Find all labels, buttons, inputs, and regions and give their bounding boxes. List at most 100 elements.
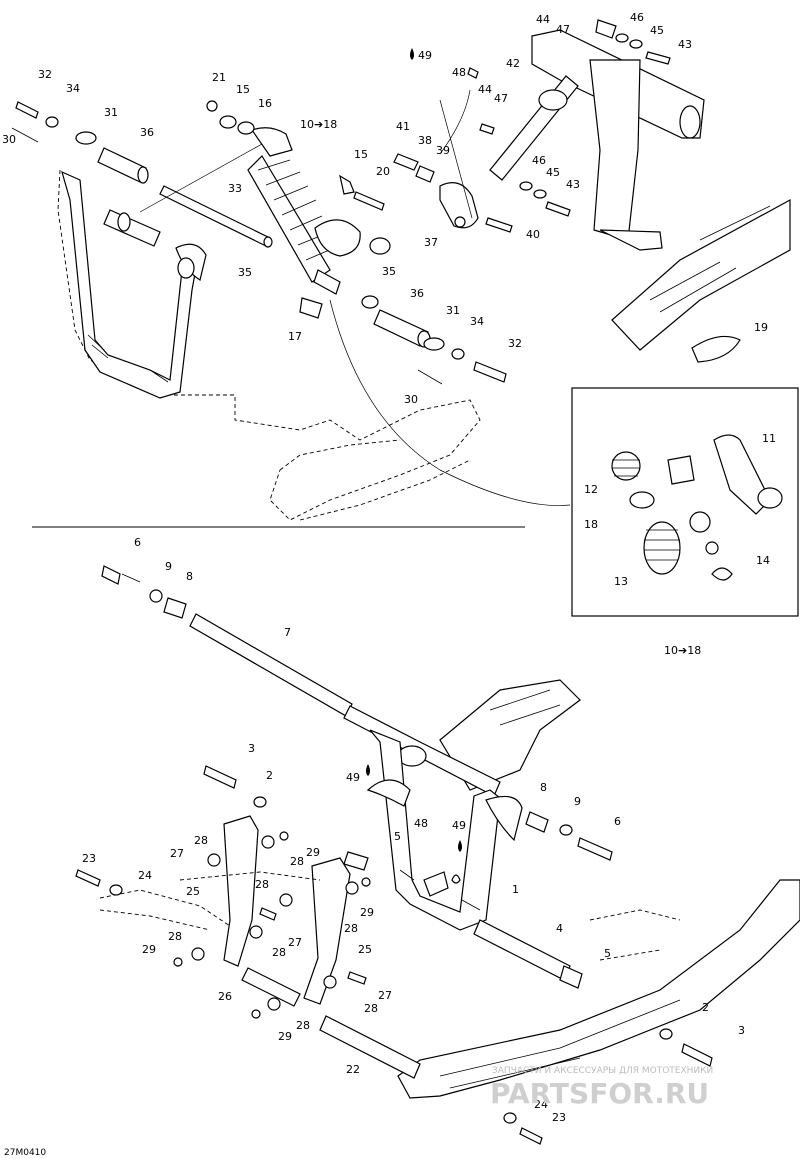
callout-48: 48 — [414, 817, 428, 830]
callout-35: 35 — [238, 266, 252, 279]
callout-26: 26 — [218, 990, 232, 1003]
callout-40: 40 — [526, 228, 540, 241]
callout-45: 45 — [650, 24, 664, 37]
callout-28: 28 — [344, 922, 358, 935]
callout-43: 43 — [678, 38, 692, 51]
lower-right-hardware — [343, 811, 613, 871]
callout-46: 46 — [630, 11, 644, 24]
callout-49: 49 — [452, 819, 466, 832]
lower-shaft — [473, 919, 583, 989]
callout-18: 18 — [584, 518, 598, 531]
callout-28: 28 — [296, 1019, 310, 1032]
watermark-caption: ЗАПЧАСТИ И АКСЕССУАРЫ ДЛЯ МОТОТЕХНИКИ — [492, 1066, 713, 1076]
callout-48: 48 — [452, 66, 466, 79]
callout-32: 32 — [508, 337, 522, 350]
callout-25: 25 — [186, 885, 200, 898]
callout-16: 16 — [258, 97, 272, 110]
callout-35: 35 — [382, 265, 396, 278]
callout-31: 31 — [446, 304, 460, 317]
callout-41: 41 — [396, 120, 410, 133]
front-links — [99, 815, 421, 1079]
callout-5: 5 — [394, 830, 401, 843]
callout-6: 6 — [134, 536, 141, 549]
callout-31: 31 — [104, 106, 118, 119]
callout-25: 25 — [358, 943, 372, 956]
callout-27: 27 — [170, 847, 184, 860]
lubricant-drop-icons — [366, 48, 462, 852]
callout-29: 29 — [142, 943, 156, 956]
callout-8: 8 — [186, 570, 193, 583]
callout-13: 13 — [614, 575, 628, 588]
callout-28: 28 — [290, 855, 304, 868]
callout-32: 32 — [38, 68, 52, 81]
callout-28: 28 — [364, 1002, 378, 1015]
upper-leader-lines — [139, 89, 571, 506]
callout-28: 28 — [168, 930, 182, 943]
callout-36: 36 — [410, 287, 424, 300]
callout-17: 17 — [288, 330, 302, 343]
callout-2: 2 — [266, 769, 273, 782]
callout-1: 1 — [512, 883, 519, 896]
callout-labels: 1 2 2 3 3 4 5 5 6 6 7 8 8 9 9 10➔18 10➔1… — [2, 11, 776, 1124]
callout-22: 22 — [346, 1063, 360, 1076]
callout-28: 28 — [272, 946, 286, 959]
callout-37: 37 — [424, 236, 438, 249]
upper-rail-ghost — [57, 169, 481, 521]
callout-47: 47 — [494, 92, 508, 105]
callout-3: 3 — [248, 742, 255, 755]
callout-28: 28 — [194, 834, 208, 847]
callout-28: 28 — [255, 878, 269, 891]
callout-44: 44 — [536, 13, 550, 26]
callout-44: 44 — [478, 83, 492, 96]
callout-43: 43 — [566, 178, 580, 191]
lower-frame-rail — [397, 879, 800, 1099]
callout-29: 29 — [360, 906, 374, 919]
callout-3: 3 — [738, 1024, 745, 1037]
callout-29: 29 — [278, 1030, 292, 1043]
callout-12: 12 — [584, 483, 598, 496]
callout-23: 23 — [552, 1111, 566, 1124]
callout-29: 29 — [306, 846, 320, 859]
callout-9: 9 — [165, 560, 172, 573]
upper-shaft-assembly — [11, 101, 273, 248]
drawing-code: 27M0410 — [4, 1148, 46, 1158]
callout-2: 2 — [702, 1001, 709, 1014]
callout-15: 15 — [236, 83, 250, 96]
callout-21: 21 — [212, 71, 226, 84]
callout-39: 39 — [436, 144, 450, 157]
upper-suspension-arm — [61, 170, 207, 399]
callout-46: 46 — [532, 154, 546, 167]
callout-45: 45 — [546, 166, 560, 179]
watermark-brand: PARTSFOR.RU — [490, 1077, 709, 1110]
callout-14: 14 — [756, 554, 770, 567]
callout-47: 47 — [556, 23, 570, 36]
callout-15: 15 — [354, 148, 368, 161]
callout-19: 19 — [754, 321, 768, 334]
shock-kit-box — [571, 387, 799, 617]
lower-small-fasteners — [75, 831, 543, 1145]
callout-24: 24 — [534, 1098, 548, 1111]
callout-27: 27 — [288, 936, 302, 949]
rear-frame-upper — [467, 19, 791, 363]
callout-42: 42 — [506, 57, 520, 70]
callout-11: 11 — [762, 432, 776, 445]
callout-4: 4 — [556, 922, 563, 935]
callout-8: 8 — [540, 781, 547, 794]
callout-30: 30 — [404, 393, 418, 406]
callout-30: 30 — [2, 133, 16, 146]
callout-20: 20 — [376, 165, 390, 178]
shock-absorber — [206, 100, 391, 319]
callout-10-18-kit: 10➔18 — [664, 644, 701, 657]
oil-drop-icon — [366, 764, 370, 776]
upper-right-hardware — [361, 295, 507, 385]
callout-5: 5 — [604, 947, 611, 960]
bracket-assembly — [393, 153, 513, 233]
oil-drop-icon — [458, 840, 462, 852]
callout-49: 49 — [418, 49, 432, 62]
callout-24: 24 — [138, 869, 152, 882]
callout-23: 23 — [82, 852, 96, 865]
watermark: ЗАПЧАСТИ И АКСЕССУАРЫ ДЛЯ МОТОТЕХНИКИ PA… — [490, 1066, 713, 1110]
main-shaft — [101, 565, 353, 717]
callout-27: 27 — [378, 989, 392, 1002]
callout-9: 9 — [574, 795, 581, 808]
